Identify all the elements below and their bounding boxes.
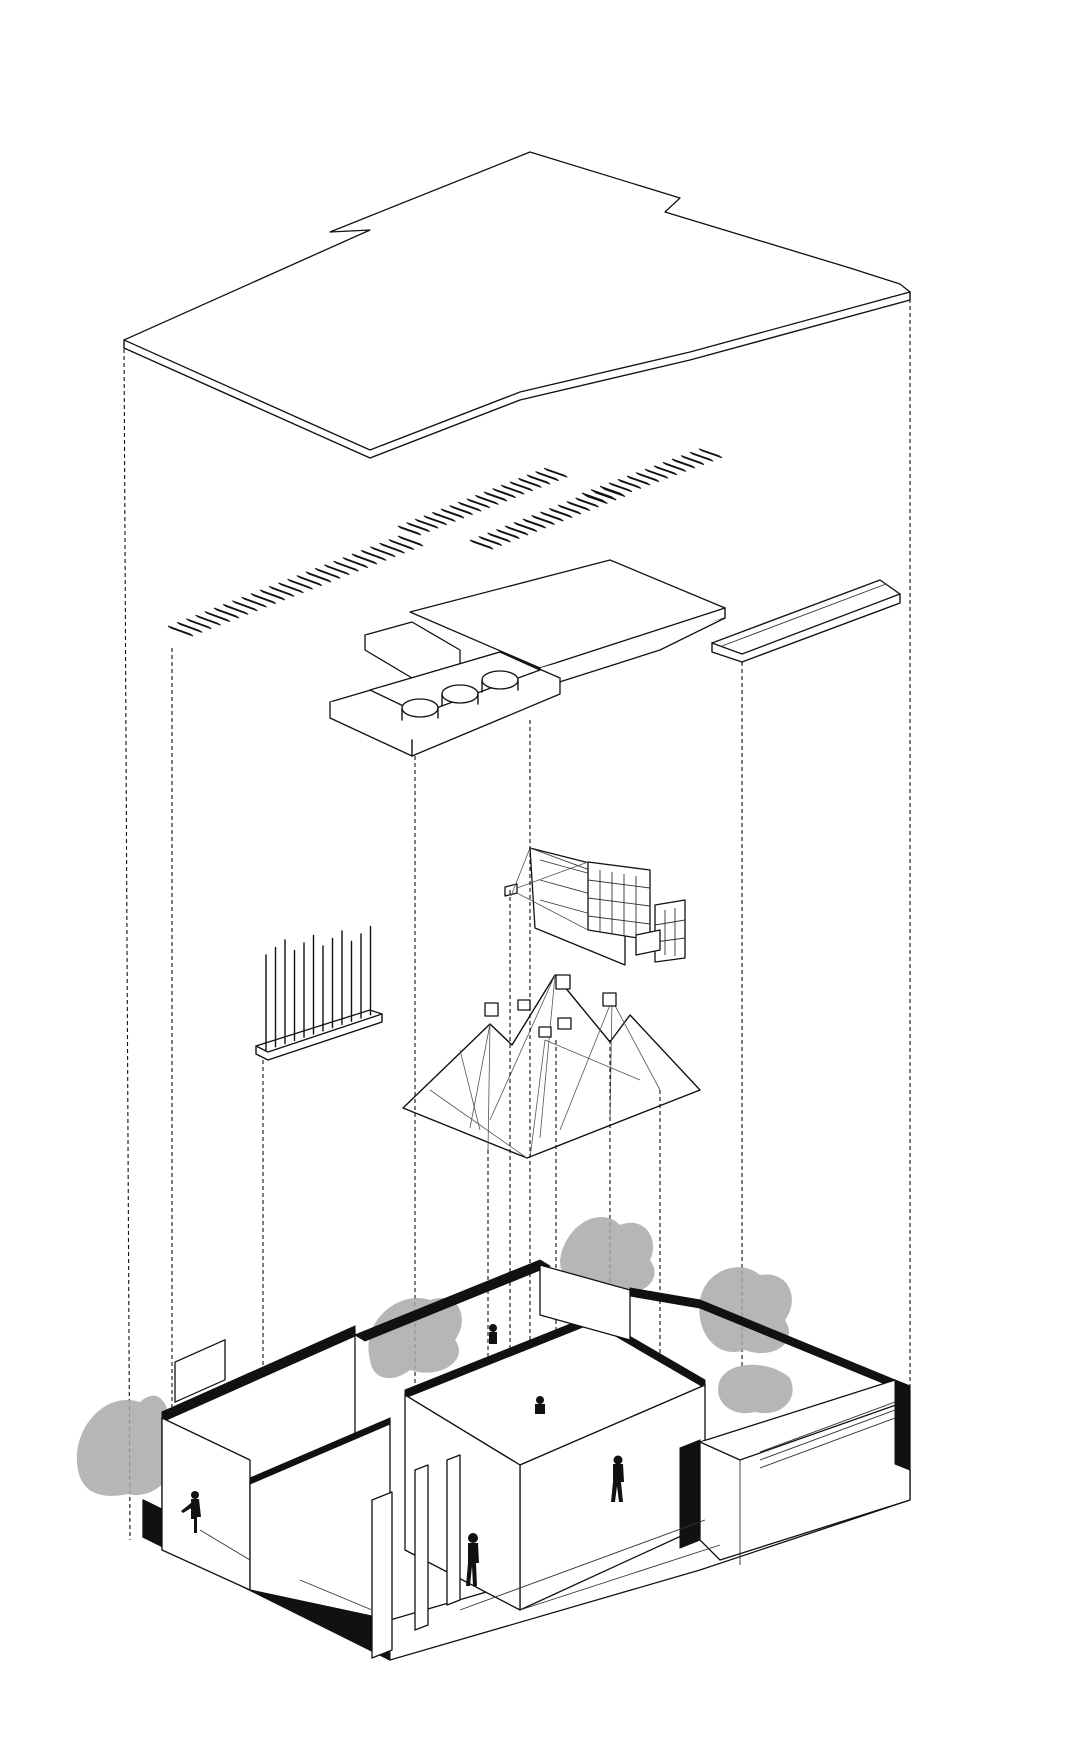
louver-slat — [496, 529, 520, 539]
skylight-box — [329, 621, 561, 757]
louver-slat — [414, 518, 439, 529]
louver-group-far-right — [581, 448, 723, 503]
louver-slat — [548, 508, 573, 518]
louver-slat — [540, 511, 564, 522]
louver-slat — [513, 522, 538, 532]
louver-slat — [195, 614, 221, 626]
louver-slat — [222, 603, 249, 615]
person-center-left — [466, 1533, 479, 1586]
louver-slat — [483, 491, 508, 502]
louver-slat — [475, 494, 499, 505]
louver-slat — [575, 497, 599, 508]
louver-group-center — [397, 467, 568, 536]
louver-slat — [432, 511, 456, 522]
louver-slat — [176, 621, 203, 633]
louver-slat — [342, 557, 369, 569]
louver-slat — [406, 522, 430, 533]
louver-slat — [526, 474, 551, 485]
person-inside-box — [535, 1396, 545, 1414]
lighting-layer — [402, 974, 701, 1159]
louver-slat — [566, 501, 591, 511]
louver-slat — [314, 567, 341, 579]
person-on-ramp — [611, 1455, 624, 1502]
louver-slat — [535, 471, 559, 482]
louver-slat — [278, 582, 304, 594]
louver-group-left — [167, 535, 424, 637]
louver-slat — [397, 535, 424, 547]
louver-slat — [500, 484, 525, 495]
louver-slat — [259, 589, 286, 601]
louver-slat — [397, 525, 422, 536]
louver-slat — [333, 560, 359, 572]
louver-slat — [379, 542, 405, 554]
louver-slat — [440, 508, 465, 519]
louver-slat — [581, 492, 606, 503]
louver-slat — [449, 505, 473, 516]
vertical-rail-balustrade — [255, 925, 383, 1061]
louver-slat — [671, 458, 696, 469]
louver-slat — [599, 485, 624, 496]
louver-slat — [522, 518, 547, 529]
person-upper-back — [489, 1324, 497, 1344]
louver-slat — [268, 585, 295, 597]
louver-slat — [478, 536, 503, 546]
louver-slat — [388, 539, 415, 551]
louver-slat — [492, 488, 516, 499]
louver-slat — [698, 448, 723, 459]
louver-slat — [360, 549, 387, 561]
person-left — [181, 1491, 201, 1533]
louver-slat — [370, 546, 396, 558]
louver-slat — [608, 482, 633, 493]
louver-slat — [287, 578, 313, 590]
louver-slat — [351, 553, 378, 565]
louver-slat — [241, 596, 267, 608]
louver-slat — [590, 489, 615, 500]
louver-slat — [557, 504, 582, 515]
bookshelf-module — [504, 847, 686, 966]
louver-slat — [644, 468, 669, 479]
louver-slat — [296, 575, 323, 587]
louver-slat — [167, 625, 194, 637]
people-figures — [181, 1324, 624, 1586]
louver-slat — [680, 455, 705, 466]
louver-slat — [457, 501, 482, 512]
louver-slat — [232, 600, 258, 612]
projection-lines — [123, 292, 911, 1541]
louver-slat — [466, 498, 491, 509]
louver-slat — [617, 478, 642, 489]
louver-slat — [487, 532, 511, 543]
louver-slat — [635, 472, 660, 483]
louver-slat — [204, 611, 231, 623]
louver-slat — [504, 525, 529, 536]
roof-slab — [123, 151, 911, 459]
louver-slat — [213, 607, 240, 619]
louver-slat — [250, 593, 277, 605]
louver-group-right — [469, 487, 626, 550]
louver-slat — [305, 571, 332, 583]
side-roof-piece — [711, 579, 901, 663]
louver-slat — [531, 515, 555, 525]
louver-slat — [662, 461, 687, 472]
roof-louvers — [167, 448, 723, 637]
louver-slat — [186, 618, 212, 630]
louver-slat — [689, 451, 714, 462]
foliage — [76, 1217, 793, 1496]
louver-slat — [324, 564, 350, 576]
louver-slat — [626, 475, 651, 486]
louver-slat — [509, 481, 534, 492]
louver-slat — [518, 477, 542, 488]
louver-slat — [469, 539, 494, 550]
louver-slat — [543, 467, 568, 478]
louver-slat — [653, 465, 678, 476]
building-base — [142, 1259, 911, 1661]
louver-slat — [423, 515, 448, 526]
